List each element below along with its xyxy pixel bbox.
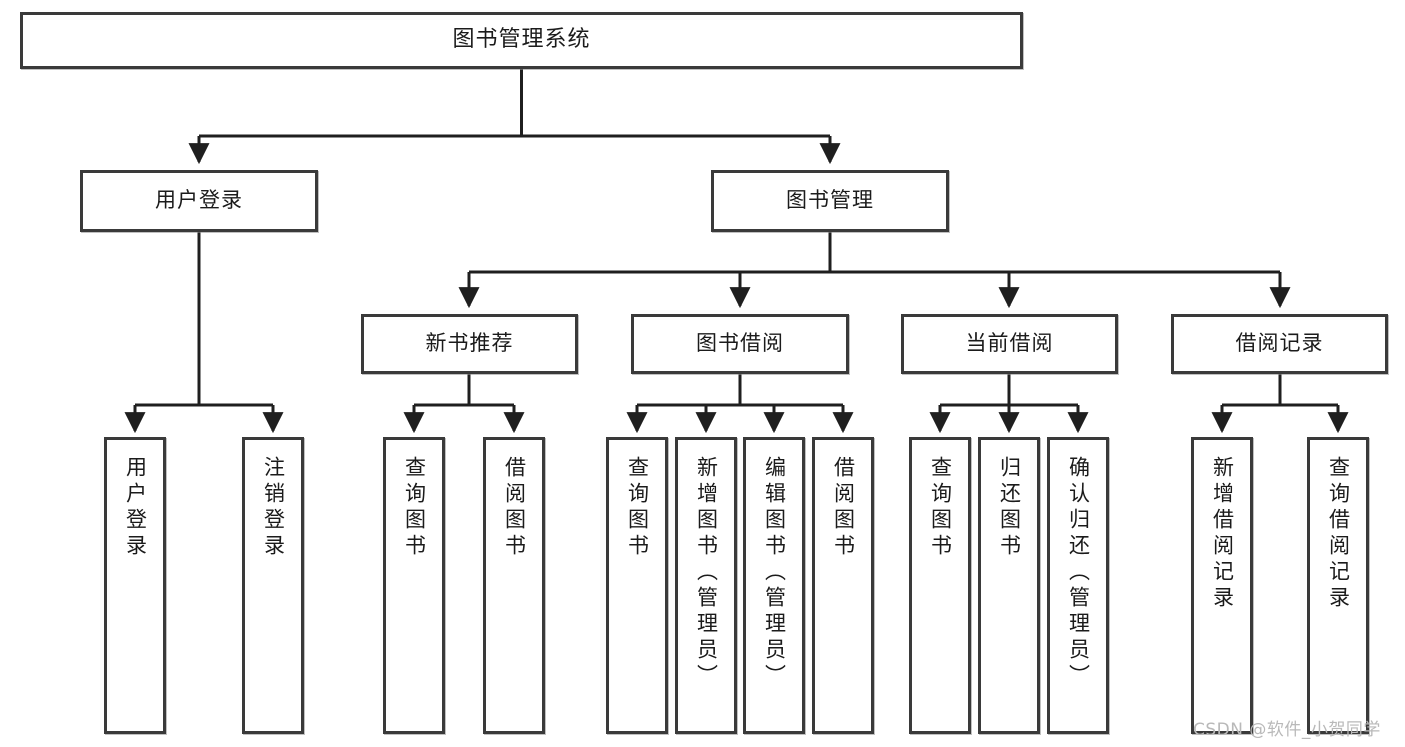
node-book-management[interactable]: 图书管理 xyxy=(711,170,949,232)
leaf-query-book-recommend[interactable]: 查询图书 xyxy=(383,437,445,734)
node-new-book-recommend[interactable]: 新书推荐 xyxy=(361,314,578,374)
node-label: 新增借阅记录 xyxy=(1210,456,1235,612)
leaf-logout[interactable]: 注销登录 xyxy=(242,437,304,734)
leaf-add-borrow-record[interactable]: 新增借阅记录 xyxy=(1191,437,1253,734)
node-user-login[interactable]: 用户登录 xyxy=(80,170,318,232)
node-label: 新增图书（管理员） xyxy=(694,456,719,690)
leaf-user-login[interactable]: 用户登录 xyxy=(104,437,166,734)
leaf-add-book-admin[interactable]: 新增图书（管理员） xyxy=(675,437,737,734)
leaf-borrow-book-recommend[interactable]: 借阅图书 xyxy=(483,437,545,734)
node-label: 确认归还（管理员） xyxy=(1066,456,1091,690)
node-label: 查询图书 xyxy=(928,456,953,560)
leaf-query-borrow-record[interactable]: 查询借阅记录 xyxy=(1307,437,1369,734)
node-borrow-record[interactable]: 借阅记录 xyxy=(1171,314,1388,374)
node-label: 用户登录 xyxy=(155,188,243,213)
node-label: 借阅图书 xyxy=(831,456,856,560)
csdn-watermark: CSDN @软件_小贺同学 xyxy=(1193,720,1381,740)
node-label: 新书推荐 xyxy=(425,331,514,356)
node-label: 图书管理系统 xyxy=(452,27,591,53)
node-label: 当前借阅 xyxy=(965,331,1054,356)
node-label: 查询图书 xyxy=(402,456,427,560)
leaf-query-book-current[interactable]: 查询图书 xyxy=(909,437,971,734)
node-label: 借阅记录 xyxy=(1235,331,1324,356)
leaf-query-book[interactable]: 查询图书 xyxy=(606,437,668,734)
leaf-return-book[interactable]: 归还图书 xyxy=(978,437,1040,734)
leaf-borrow-book[interactable]: 借阅图书 xyxy=(812,437,874,734)
node-label: 注销登录 xyxy=(261,456,286,560)
leaf-confirm-return-admin[interactable]: 确认归还（管理员） xyxy=(1047,437,1109,734)
node-label: 借阅图书 xyxy=(502,456,527,560)
node-book-borrow[interactable]: 图书借阅 xyxy=(631,314,849,374)
node-root-system[interactable]: 图书管理系统 xyxy=(20,12,1023,69)
node-current-borrow[interactable]: 当前借阅 xyxy=(901,314,1118,374)
node-label: 编辑图书（管理员） xyxy=(762,456,787,690)
node-label: 图书借阅 xyxy=(696,331,784,356)
node-label: 用户登录 xyxy=(123,456,148,560)
node-label: 归还图书 xyxy=(997,456,1022,560)
node-label: 图书管理 xyxy=(786,188,874,213)
node-label: 查询图书 xyxy=(625,456,650,560)
node-label: 查询借阅记录 xyxy=(1326,456,1351,612)
leaf-edit-book-admin[interactable]: 编辑图书（管理员） xyxy=(743,437,805,734)
